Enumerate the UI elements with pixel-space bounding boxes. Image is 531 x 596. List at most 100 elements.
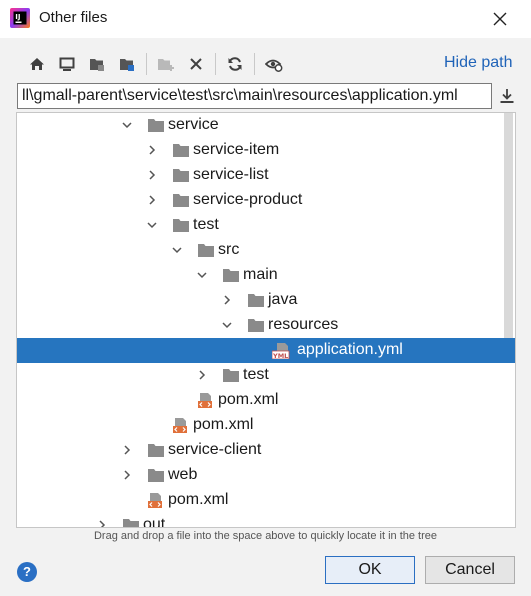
tree-item-label: service-client (168, 441, 262, 458)
tree-item[interactable]: service (17, 113, 515, 138)
desktop-icon (59, 57, 75, 71)
folder-icon (248, 319, 264, 332)
chevron-down-icon[interactable] (122, 120, 132, 130)
home-icon (30, 58, 44, 70)
tree-item[interactable]: test (17, 213, 515, 238)
folder-icon (198, 244, 214, 257)
delete-button[interactable] (181, 50, 211, 78)
window-title: Other files (39, 9, 108, 26)
tree-item[interactable]: test (17, 363, 515, 388)
project-folder-button[interactable] (82, 50, 112, 78)
chevron-right-icon[interactable] (147, 170, 157, 180)
folder-icon (173, 219, 189, 232)
chevron-down-icon[interactable] (147, 220, 157, 230)
tree-item[interactable]: service-product (17, 188, 515, 213)
chevron-right-icon[interactable] (147, 145, 157, 155)
folder-icon (223, 269, 239, 282)
show-hidden-button[interactable] (259, 50, 289, 78)
folder-icon (173, 194, 189, 207)
home-button[interactable] (22, 50, 52, 78)
project-folder-icon (90, 59, 104, 71)
tree-item-label: resources (268, 316, 339, 333)
folder-icon (148, 119, 164, 132)
folder-icon (148, 469, 164, 482)
folder-icon (123, 519, 139, 527)
tree-item-label: test (243, 366, 269, 383)
folder-icon (248, 294, 264, 307)
tree-item[interactable]: src (17, 238, 515, 263)
tree-item[interactable]: pom.xml (17, 488, 515, 513)
toolbar (22, 50, 289, 78)
tree-item-label: pom.xml (168, 491, 229, 508)
download-button[interactable] (495, 84, 519, 108)
tree-item-label: service (168, 116, 219, 133)
toolbar-separator (215, 53, 216, 75)
chevron-down-icon[interactable] (222, 320, 232, 330)
tree-item-label: java (268, 291, 298, 308)
chevron-down-icon[interactable] (197, 270, 207, 280)
toolbar-separator (146, 53, 147, 75)
svg-text:YML: YML (272, 352, 288, 359)
close-icon (493, 12, 507, 26)
tree-item[interactable]: resources (17, 313, 515, 338)
folder-icon (173, 169, 189, 182)
title-bar: IJ Other files (0, 0, 531, 38)
chevron-right-icon[interactable] (147, 195, 157, 205)
download-icon (500, 89, 514, 103)
file-tree[interactable]: service service-item service-list service-p… (16, 112, 516, 528)
help-button[interactable]: ? (17, 562, 37, 582)
delete-icon (190, 58, 202, 70)
tree-item-label: service-product (193, 191, 303, 208)
refresh-button[interactable] (220, 50, 250, 78)
module-folder-button[interactable] (112, 50, 142, 78)
tree-item-label: test (193, 216, 219, 233)
tree-item-label: pom.xml (218, 391, 279, 408)
tree-item[interactable]: pom.xml (17, 388, 515, 413)
tree-item-label: src (218, 241, 240, 258)
tree-item[interactable]: out (17, 513, 515, 528)
desktop-button[interactable] (52, 50, 82, 78)
tree-item[interactable]: service-list (17, 163, 515, 188)
tree-item[interactable]: pom.xml (17, 413, 515, 438)
chevron-right-icon[interactable] (122, 445, 132, 455)
xml-file-icon (173, 418, 187, 433)
chevron-down-icon[interactable] (172, 245, 182, 255)
intellij-app-icon: IJ (10, 8, 30, 28)
svg-text:IJ: IJ (15, 13, 20, 21)
scrollbar-thumb[interactable] (504, 113, 513, 349)
chevron-right-icon[interactable] (197, 370, 207, 380)
ok-button[interactable]: OK (325, 556, 415, 584)
chevron-right-icon[interactable] (97, 520, 107, 528)
xml-file-icon (148, 493, 162, 508)
new-folder-button[interactable] (151, 50, 181, 78)
show-hidden-icon (265, 59, 283, 72)
tree-item[interactable]: service-item (17, 138, 515, 163)
tree-item[interactable]: service-client (17, 438, 515, 463)
tree-item[interactable]: main (17, 263, 515, 288)
module-folder-icon (120, 59, 134, 71)
close-button[interactable] (484, 4, 516, 34)
tree-item-label: service-list (193, 166, 269, 183)
tree-item-label: pom.xml (193, 416, 254, 433)
path-input[interactable]: ll\gmall-parent\service\test\src\main\re… (17, 83, 492, 109)
toolbar-separator (254, 53, 255, 75)
tree-item-label: application.yml (297, 341, 403, 358)
drag-drop-hint: Drag and drop a file into the space abov… (93, 530, 438, 542)
folder-icon (173, 144, 189, 157)
refresh-icon (228, 57, 242, 71)
folder-icon (148, 444, 164, 457)
xml-file-icon (198, 393, 212, 408)
yml-file-icon: YML (272, 343, 290, 359)
folder-icon (223, 369, 239, 382)
tree-item-label: main (243, 266, 278, 283)
cancel-button[interactable]: Cancel (425, 556, 515, 584)
tree-item[interactable]: java (17, 288, 515, 313)
tree-item[interactable]: YML application.yml (17, 338, 515, 363)
tree-item-label: out (143, 516, 166, 528)
new-folder-icon (158, 59, 174, 71)
hide-path-link[interactable]: Hide path (444, 54, 513, 71)
chevron-right-icon[interactable] (222, 295, 232, 305)
tree-item[interactable]: web (17, 463, 515, 488)
chevron-right-icon[interactable] (122, 470, 132, 480)
tree-item-label: service-item (193, 141, 280, 158)
